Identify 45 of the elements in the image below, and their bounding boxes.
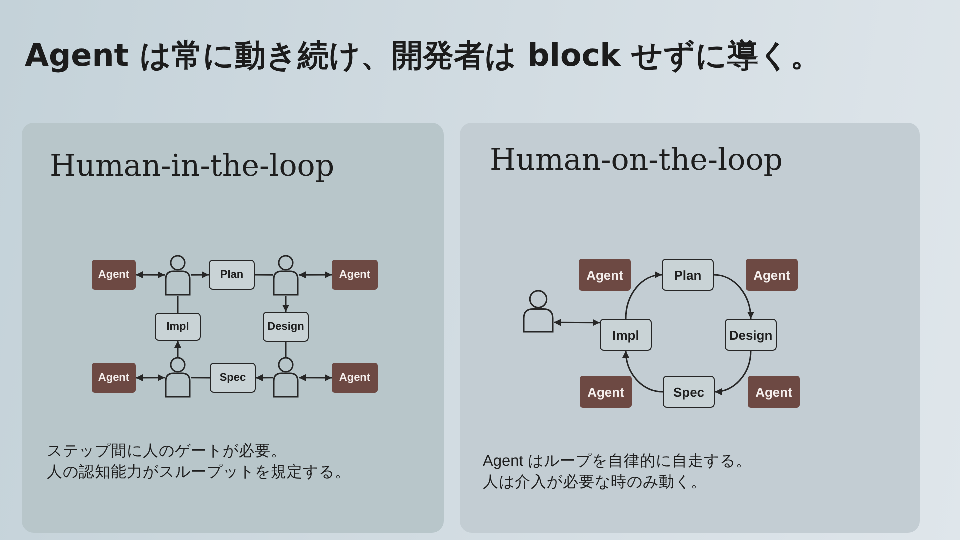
arrow — [174, 341, 182, 357]
person-icon — [165, 255, 191, 296]
arrow — [714, 350, 752, 395]
panel — [460, 123, 920, 533]
step-box: Design — [263, 312, 309, 342]
person-icon — [523, 290, 554, 333]
connector-line — [177, 296, 179, 313]
step-box: Spec — [663, 376, 715, 408]
step-box: Plan — [209, 260, 255, 290]
arrow — [714, 274, 754, 320]
agent-box: Agent — [332, 260, 378, 290]
agent-box: Agent — [748, 376, 800, 408]
person-icon — [273, 357, 299, 398]
step-box: Plan — [662, 259, 714, 291]
agent-box: Agent — [579, 259, 631, 291]
panel-heading: Human-in-the-loop — [50, 149, 335, 185]
panel-heading: Human-on-the-loop — [490, 143, 783, 179]
panel — [22, 123, 444, 533]
arrow — [622, 350, 664, 393]
step-box: Design — [725, 319, 777, 351]
double-arrow — [299, 272, 332, 279]
person-icon — [273, 255, 299, 296]
person-icon — [165, 357, 191, 398]
panel-text: ステップ間に人のゲートが必要。人の認知能力がスループットを規定する。 — [47, 442, 352, 483]
panel-text: Agent はループを自律的に自走する。人は介入が必要な時のみ動く。 — [483, 452, 753, 493]
double-arrow — [554, 319, 600, 326]
step-box: Impl — [600, 319, 652, 351]
agent-box: Agent — [746, 259, 798, 291]
connector-line — [255, 274, 273, 276]
agent-box: Agent — [92, 260, 136, 290]
connector-line — [191, 377, 210, 379]
title: Agent は常に動き続け、開発者は block せずに導く。 — [25, 37, 822, 76]
connector-line — [285, 342, 287, 357]
step-box: Impl — [155, 313, 201, 341]
double-arrow — [299, 374, 332, 382]
arrow — [256, 374, 273, 382]
double-arrow — [136, 374, 165, 382]
agent-box: Agent — [332, 363, 378, 393]
double-arrow — [136, 272, 165, 279]
step-box: Spec — [210, 363, 256, 393]
agent-box: Agent — [580, 376, 632, 408]
agent-box: Agent — [92, 363, 136, 393]
arrow — [282, 296, 290, 312]
arrow — [625, 272, 662, 320]
arrow — [191, 272, 209, 279]
